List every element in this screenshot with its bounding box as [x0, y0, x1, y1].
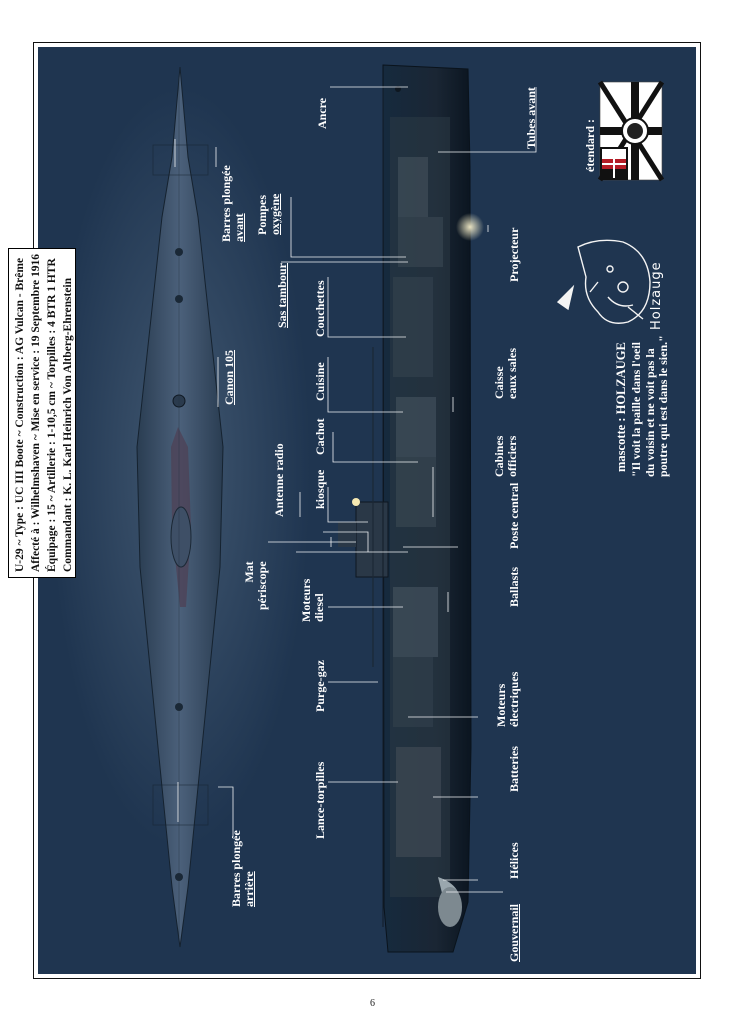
specs-line-2: Affecté à : Wilhelmshaven ~ Mise en serv…	[30, 253, 42, 572]
leader-lines	[174, 86, 537, 893]
label-antenne: Antenne radio	[272, 443, 286, 517]
label-lance-torpilles: Lance-torpilles	[313, 761, 327, 839]
label-couchettes: Couchettes	[313, 280, 327, 337]
label-ballasts: Ballasts	[507, 566, 521, 607]
flag-label: étendard :	[583, 119, 597, 172]
label-sas-tambour: Sas tambour	[275, 262, 289, 328]
label-tubes-avant: Tubes avant	[524, 87, 538, 149]
mascot-quote: "Il voit la paille dans l'oeil du voisin…	[629, 335, 670, 477]
label-kiosque: kiosque	[313, 469, 327, 509]
top-view-hull	[50, 66, 310, 948]
label-canon: Canon 105	[222, 349, 236, 405]
label-poste-central: Poste central	[507, 482, 521, 549]
label-projecteur: Projecteur	[507, 227, 521, 282]
specs-line-3: Équipage : 15 ~ Artillerie : 1-10,5 cm ~…	[46, 258, 58, 572]
specs-box: U-29 ~ Type : UC III Boote ~ Constructio…	[8, 248, 76, 578]
label-purge-gaz: Purge-gaz	[313, 660, 327, 712]
label-cuisine: Cuisine	[313, 362, 327, 401]
label-batteries: Batteries	[507, 746, 521, 792]
label-gouvernail: Gouvernail	[507, 903, 521, 962]
side-section-hull	[338, 64, 484, 953]
label-helices: Hélices	[507, 842, 521, 879]
mascot-title: mascotte : HOLZAUGE	[614, 342, 628, 472]
mascot-signature: Holzauge	[649, 261, 664, 330]
submarine-illustration	[50, 64, 665, 953]
label-ancre: Ancre	[315, 97, 329, 129]
specs-line-1: U-29 ~ Type : UC III Boote ~ Constructio…	[14, 257, 26, 572]
label-cachot: Cachot	[313, 418, 327, 455]
specs-line-4: Commandant : K. L. Karl Heinrich Von Alt…	[62, 277, 74, 572]
imperial-flag	[597, 80, 665, 182]
mascot-doodle	[556, 239, 651, 324]
page-number: 6	[370, 998, 375, 1009]
